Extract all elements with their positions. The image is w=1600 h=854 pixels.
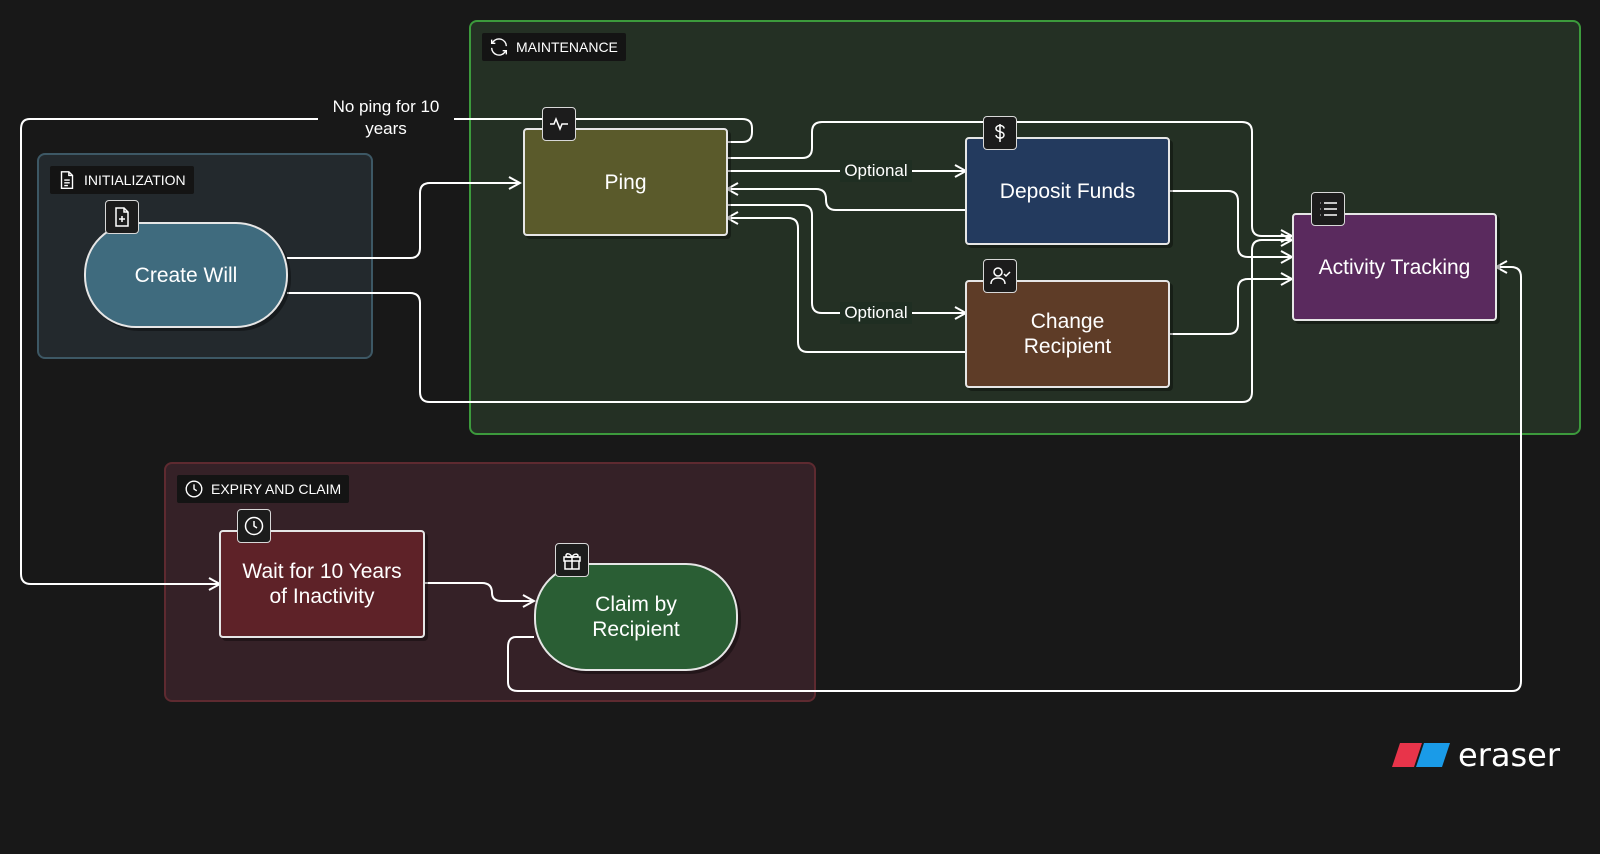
activity-icon	[542, 107, 576, 141]
edge-change-to-activity	[1169, 279, 1292, 335]
edge-deposit-to-ping	[727, 189, 966, 211]
node-label: Claim by Recipient	[592, 593, 680, 641]
group-label-maintenance: MAINTENANCE	[482, 33, 626, 61]
node-create-will[interactable]: Create Will	[84, 222, 288, 328]
file-text-icon	[60, 171, 74, 189]
eraser-logo: eraser	[1392, 736, 1560, 774]
clock-icon	[237, 509, 271, 543]
edge-ping-to-activity-top	[727, 121, 1292, 236]
node-label: Deposit Funds	[999, 179, 1136, 203]
edge-ping-to-change	[727, 204, 966, 313]
edge-wait-to-claim	[425, 582, 534, 601]
edge-label-no-ping: No ping for 10 years	[318, 96, 454, 140]
clock-icon	[185, 480, 203, 498]
dollar-icon	[983, 116, 1017, 150]
edge-create-will-to-ping	[287, 183, 520, 259]
group-title: EXPIRY AND CLAIM	[211, 481, 342, 497]
brand-name: eraser	[1458, 736, 1560, 774]
node-label: Change Recipient	[1023, 310, 1112, 358]
node-label: Wait for 10 Years of Inactivity	[242, 560, 402, 608]
user-check-icon	[983, 259, 1017, 293]
edge-deposit-to-activity	[1169, 190, 1292, 257]
edge-create-will-to-activity	[287, 240, 1292, 403]
edge-claim-to-activity	[507, 267, 1522, 692]
node-label: Ping	[604, 170, 647, 194]
edge-label-optional-change: Optional	[840, 302, 912, 324]
node-wait-inactivity[interactable]: Wait for 10 Years of Inactivity	[219, 530, 425, 638]
group-label-initialization: INITIALIZATION	[50, 166, 194, 194]
group-title: MAINTENANCE	[516, 39, 618, 55]
refresh-icon	[490, 38, 508, 56]
node-deposit-funds[interactable]: Deposit Funds	[965, 137, 1170, 245]
node-label: Activity Tracking	[1318, 255, 1471, 279]
node-claim-by-recipient[interactable]: Claim by Recipient	[534, 563, 738, 671]
edge-change-to-ping	[727, 218, 966, 353]
node-ping[interactable]: Ping	[523, 128, 728, 236]
node-change-recipient[interactable]: Change Recipient	[965, 280, 1170, 388]
list-icon	[1311, 192, 1345, 226]
group-label-expiry: EXPIRY AND CLAIM	[177, 475, 350, 503]
eraser-logo-mark	[1392, 743, 1451, 767]
file-plus-icon	[105, 200, 139, 234]
node-label: Create Will	[134, 263, 238, 287]
edge-label-optional-deposit: Optional	[840, 160, 912, 182]
group-title: INITIALIZATION	[84, 172, 186, 188]
gift-icon	[555, 543, 589, 577]
node-activity-tracking[interactable]: Activity Tracking	[1292, 213, 1497, 321]
